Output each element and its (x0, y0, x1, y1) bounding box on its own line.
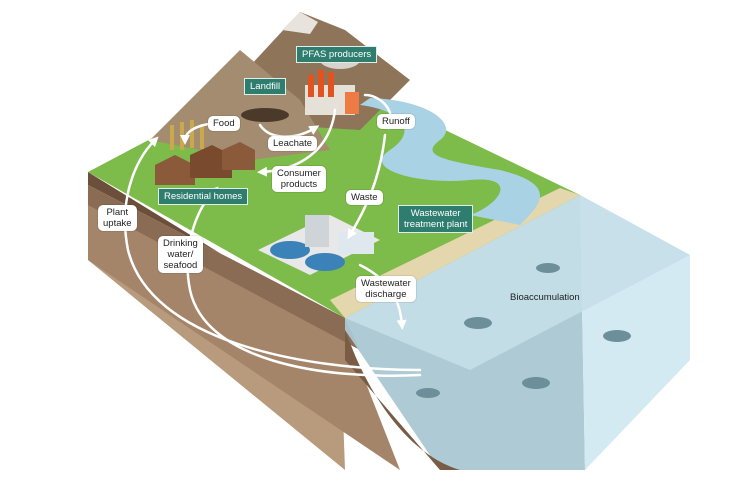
label-leachate: Leachate (268, 136, 318, 151)
label-plant-uptake: Plant uptake (98, 205, 137, 231)
fish-icons (416, 263, 631, 398)
landfill-icon (241, 108, 289, 122)
label-landfill: Landfill (244, 78, 287, 95)
label-wastewater-treatment-plant: Wastewater treatment plant (398, 205, 474, 233)
mountain-snow (282, 12, 318, 34)
label-wastewater-discharge: Wastewater discharge (356, 276, 416, 302)
label-consumer-products: Consumer products (272, 166, 326, 192)
label-waste: Waste (346, 190, 383, 205)
arrow-drinking-water (186, 186, 422, 377)
soil-strata (88, 185, 360, 350)
arrow-plant-uptake (123, 136, 422, 372)
label-bioaccumulation: Bioaccumulation (510, 292, 580, 303)
label-runoff: Runoff (377, 114, 415, 129)
label-pfas-producers: PFAS producers (296, 46, 378, 63)
mountain-front (150, 50, 330, 160)
label-drinking-water-seafood: Drinking water/ seafood (158, 236, 203, 273)
water-top (345, 195, 690, 370)
label-residential-homes: Residential homes (158, 188, 249, 205)
houses-icon (155, 142, 255, 185)
label-food: Food (208, 116, 240, 131)
river (360, 98, 540, 225)
